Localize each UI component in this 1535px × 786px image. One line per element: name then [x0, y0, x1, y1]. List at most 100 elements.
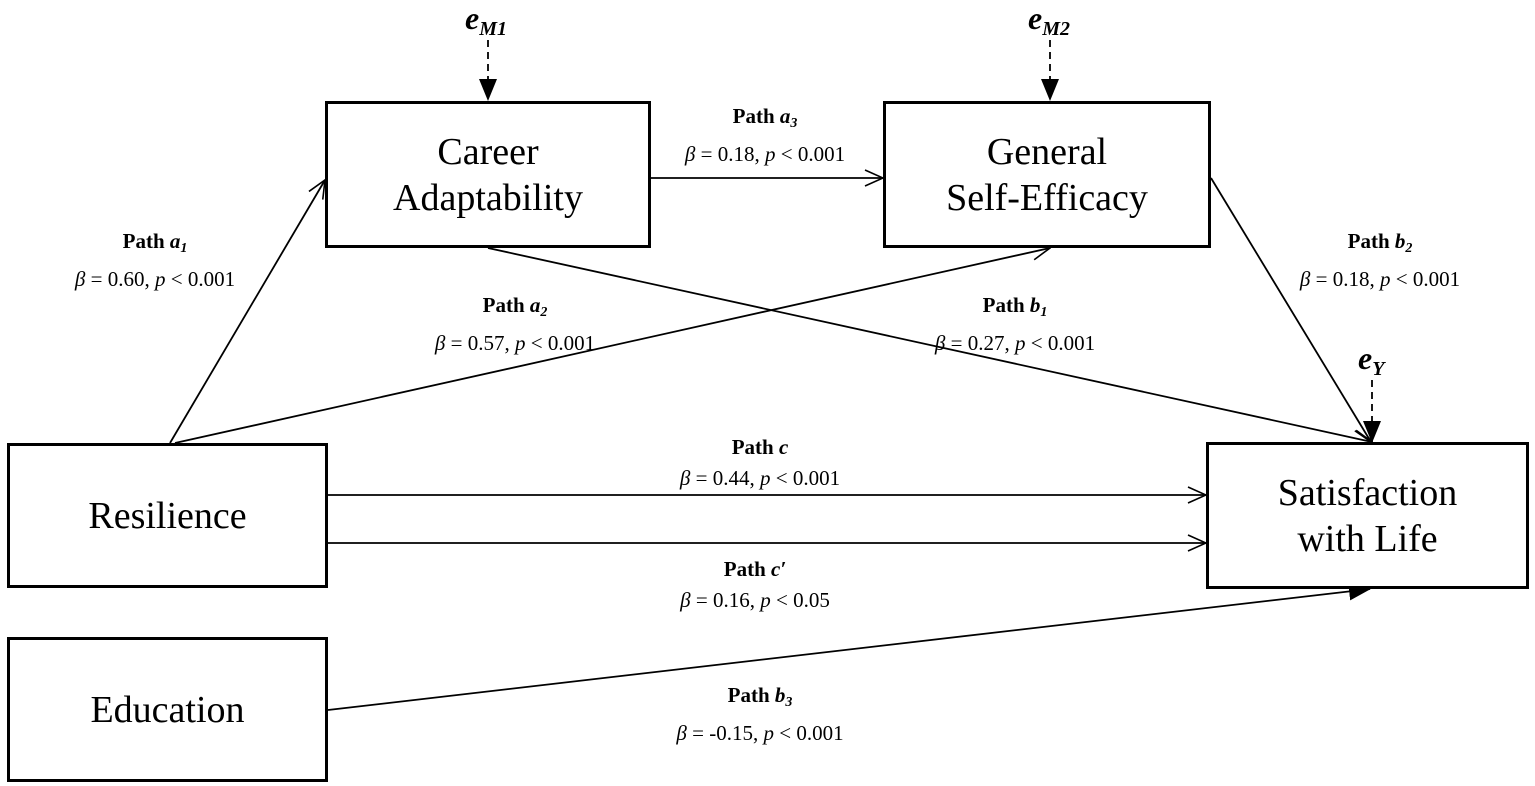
edge-path-b2 [1210, 177, 1371, 442]
path-a2-sym: a [529, 293, 541, 317]
path-a3-rest: < 0.001 [775, 142, 846, 166]
path-a1-beta: β [74, 267, 86, 291]
label-path-b1: Path b1 β = 0.27, p < 0.001 [915, 290, 1115, 359]
path-b2-p: p [1379, 267, 1391, 291]
path-b3-stat: β = -0.15, p < 0.001 [660, 718, 860, 749]
path-b1-sub: 1 [1040, 305, 1048, 320]
node-general-self-efficacy: General Self-Efficacy [883, 101, 1211, 248]
path-a1-word: Path [122, 229, 165, 253]
label-path-a3: Path a3 β = 0.18, p < 0.001 [665, 101, 865, 170]
path-a3-p: p [764, 142, 776, 166]
node-career-adaptability: Career Adaptability [325, 101, 651, 248]
edge-path-b1 [487, 247, 1372, 442]
path-a3-eq: = 0.18, [695, 142, 765, 166]
path-a1-sym: a [169, 229, 181, 253]
path-c-sym: c [778, 435, 789, 459]
path-a1-sub: 1 [180, 241, 188, 256]
path-a1-p: p [154, 267, 166, 291]
path-a3-name: Path a3 [665, 101, 865, 139]
path-cp-rest: < 0.05 [770, 588, 830, 612]
path-a2-eq: = 0.57, [445, 331, 515, 355]
node-resilience-label: Resilience [88, 494, 247, 537]
path-a1-eq: = 0.60, [85, 267, 155, 291]
path-b3-p: p [763, 721, 774, 745]
path-cp-stat: β = 0.16, p < 0.05 [655, 585, 855, 616]
node-selfeff-line2: Self-Efficacy [946, 176, 1148, 219]
edge-path-a2 [174, 248, 1050, 444]
path-a1-rest: < 0.001 [165, 267, 236, 291]
node-education: Education [7, 637, 328, 782]
label-path-c: Path c β = 0.44, p < 0.001 [660, 432, 860, 494]
path-a2-p: p [514, 331, 526, 355]
path-b2-rest: < 0.001 [1390, 267, 1461, 291]
path-b2-eq: = 0.18, [1310, 267, 1380, 291]
path-a3-sym: a [779, 104, 791, 128]
path-c-rest: < 0.001 [770, 466, 841, 490]
path-a1-stat: β = 0.60, p < 0.001 [55, 264, 255, 295]
path-a3-beta: β [684, 142, 696, 166]
error-m1-sub: M1 [479, 18, 507, 40]
path-b1-p: p [1014, 331, 1026, 355]
path-c-stat: β = 0.44, p < 0.001 [660, 463, 860, 494]
edge-path-a1 [169, 180, 325, 444]
path-b3-beta: β [676, 721, 687, 745]
error-y-e: e [1358, 340, 1373, 376]
label-path-c-prime: Path c′ β = 0.16, p < 0.05 [655, 554, 855, 616]
error-m2-sub: M2 [1042, 18, 1070, 40]
path-c-eq: = 0.44, [690, 466, 760, 490]
node-career-line1: Career [437, 130, 539, 173]
node-career-line2: Adaptability [393, 176, 583, 219]
path-cp-beta: β [680, 588, 691, 612]
node-selfeff-line1: General [986, 130, 1108, 173]
path-b1-eq: = 0.27, [945, 331, 1015, 355]
path-b2-sub: 2 [1405, 241, 1413, 256]
error-m2-e: e [1028, 0, 1043, 36]
path-cp-eq: = 0.16, [690, 588, 761, 612]
error-term-m1: eM1 [465, 0, 507, 41]
label-path-b2: Path b2 β = 0.18, p < 0.001 [1280, 226, 1480, 295]
path-b3-name: Path b3 [660, 680, 860, 718]
path-a3-stat: β = 0.18, p < 0.001 [665, 139, 865, 170]
node-education-label: Education [90, 688, 245, 731]
path-b3-word: Path [727, 683, 770, 707]
path-b3-sym: b [774, 683, 786, 707]
path-a2-word: Path [482, 293, 525, 317]
node-satisfaction-line1: Satisfaction [1277, 471, 1458, 514]
label-path-b3: Path b3 β = -0.15, p < 0.001 [660, 680, 860, 749]
path-a2-rest: < 0.001 [525, 331, 596, 355]
path-cp-sym: c′ [771, 557, 787, 581]
path-b1-rest: < 0.001 [1025, 331, 1096, 355]
label-path-a1: Path a1 β = 0.60, p < 0.001 [55, 226, 255, 295]
path-c-name: Path c [660, 432, 860, 463]
node-satisfaction-line2: with Life [1297, 517, 1438, 560]
path-b3-eq: = -0.15, [686, 721, 764, 745]
path-b1-stat: β = 0.27, p < 0.001 [915, 328, 1115, 359]
path-b1-name: Path b1 [915, 290, 1115, 328]
path-b2-beta: β [1299, 267, 1311, 291]
path-a3-sub: 3 [790, 116, 798, 131]
error-m1-e: e [465, 0, 480, 36]
error-y-sub: Y [1372, 358, 1385, 380]
path-a3-word: Path [732, 104, 775, 128]
path-b2-word: Path [1347, 229, 1390, 253]
error-term-m2: eM2 [1028, 0, 1070, 41]
error-term-y: eY [1358, 340, 1384, 381]
path-cp-p: p [760, 588, 771, 612]
path-a1-name: Path a1 [55, 226, 255, 264]
path-b2-sym: b [1394, 229, 1406, 253]
path-c-word: Path [731, 435, 774, 459]
node-resilience: Resilience [7, 443, 328, 588]
path-cp-name: Path c′ [655, 554, 855, 585]
path-c-beta: β [679, 466, 691, 490]
path-c-p: p [759, 466, 771, 490]
path-b3-sub: 3 [785, 695, 793, 710]
edge-path-b3 [327, 582, 1371, 711]
path-a2-stat: β = 0.57, p < 0.001 [415, 328, 615, 359]
path-b1-sym: b [1029, 293, 1041, 317]
path-b1-word: Path [982, 293, 1025, 317]
path-a2-name: Path a2 [415, 290, 615, 328]
path-b3-rest: < 0.001 [773, 721, 844, 745]
path-a2-sub: 2 [540, 305, 548, 320]
label-path-a2: Path a2 β = 0.57, p < 0.001 [415, 290, 615, 359]
